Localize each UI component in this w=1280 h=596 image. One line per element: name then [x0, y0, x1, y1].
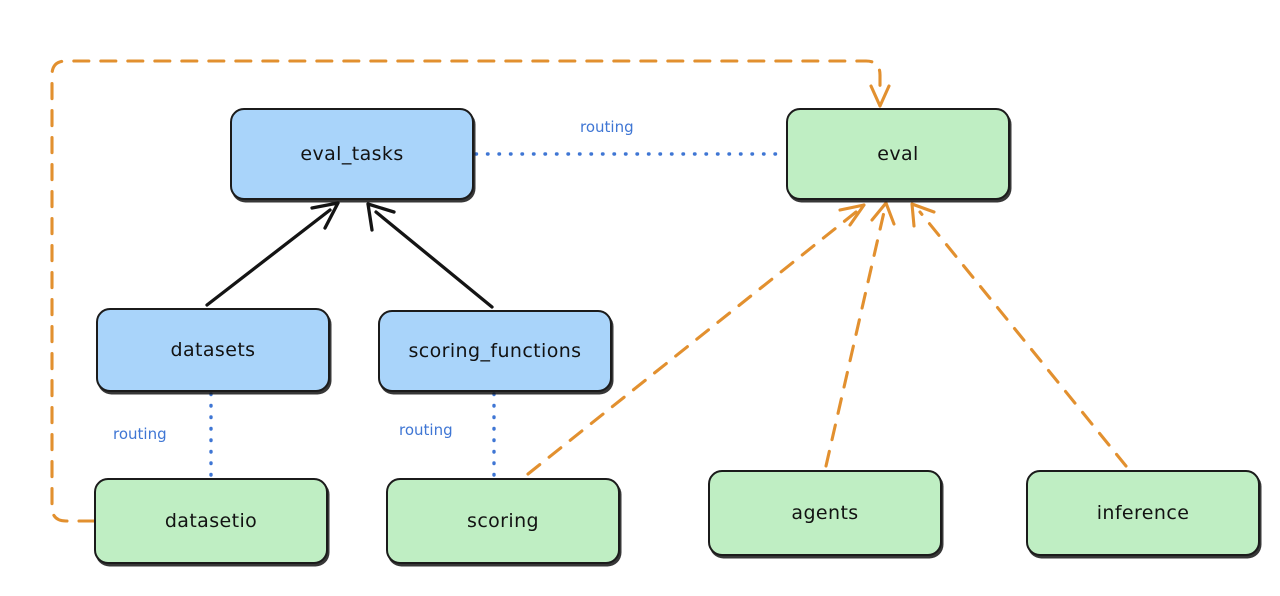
node-datasets[interactable]: datasets	[96, 308, 330, 392]
edge-scoring_functions-to-eval_tasks	[366, 202, 494, 309]
node-label: datasetio	[164, 510, 258, 532]
edge-label-routing-datasetio: routing	[113, 425, 167, 443]
node-datasetio[interactable]: datasetio	[94, 478, 328, 564]
node-label: scoring_functions	[408, 340, 582, 362]
edge-inference-to-eval	[910, 202, 1128, 468]
edge-datasetio-to-eval	[50, 59, 891, 523]
node-label: eval_tasks	[300, 143, 404, 165]
edge-datasets-to-eval_tasks	[205, 201, 340, 307]
edge-scoring-to-eval	[526, 203, 866, 476]
node-scoring[interactable]: scoring	[386, 478, 620, 564]
node-label: eval	[877, 143, 919, 165]
edge-label-routing-scoring: routing	[399, 421, 453, 439]
node-label: datasets	[170, 339, 256, 361]
node-label: inference	[1096, 502, 1190, 524]
node-label: agents	[791, 502, 859, 524]
edge-label-routing-eval: routing	[580, 118, 634, 136]
node-inference[interactable]: inference	[1026, 470, 1260, 556]
node-agents[interactable]: agents	[708, 470, 942, 556]
edge-agents-to-eval	[824, 201, 896, 468]
node-scoring_functions[interactable]: scoring_functions	[378, 310, 612, 392]
node-label: scoring	[467, 510, 539, 532]
node-eval[interactable]: eval	[786, 108, 1010, 200]
node-eval_tasks[interactable]: eval_tasks	[230, 108, 474, 200]
